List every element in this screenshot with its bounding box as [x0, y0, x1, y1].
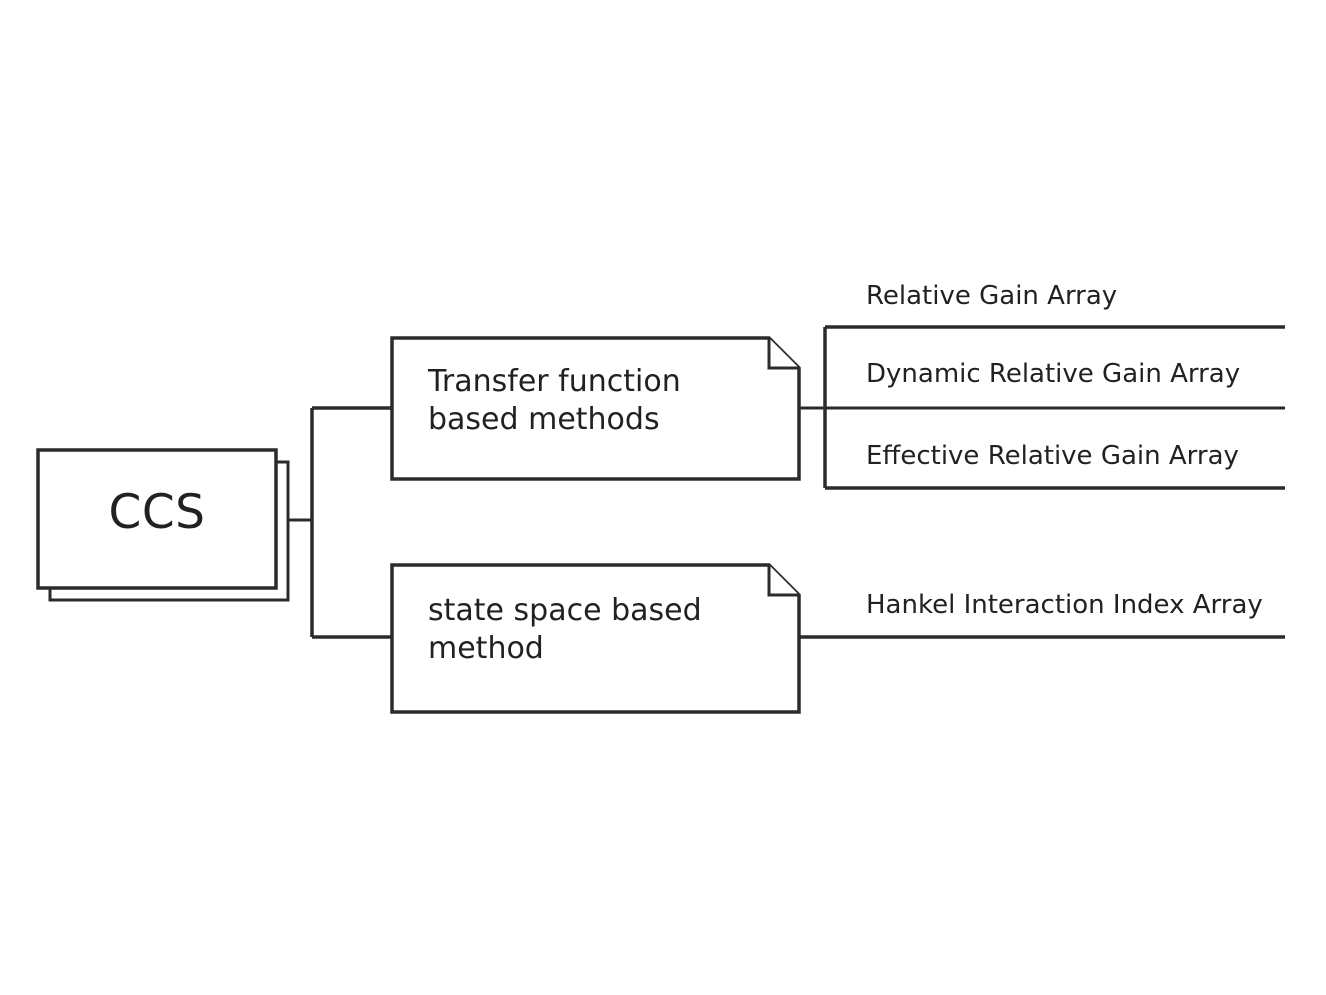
root-node-ccs[interactable]	[36, 448, 290, 602]
connector-transfer-function-to-leaves	[799, 325, 1285, 490]
folded-note-outline-state-space	[390, 563, 801, 714]
root-node-front-sheet	[36, 448, 278, 590]
connector-root-to-trunk	[288, 406, 392, 639]
branch-node-state-space[interactable]	[390, 563, 801, 714]
folded-note-outline-transfer-function	[390, 336, 801, 481]
folded-corner-flap-state-space	[767, 565, 799, 597]
folded-corner-flap-transfer-function	[767, 338, 799, 370]
branch-node-transfer-function[interactable]	[390, 336, 801, 481]
